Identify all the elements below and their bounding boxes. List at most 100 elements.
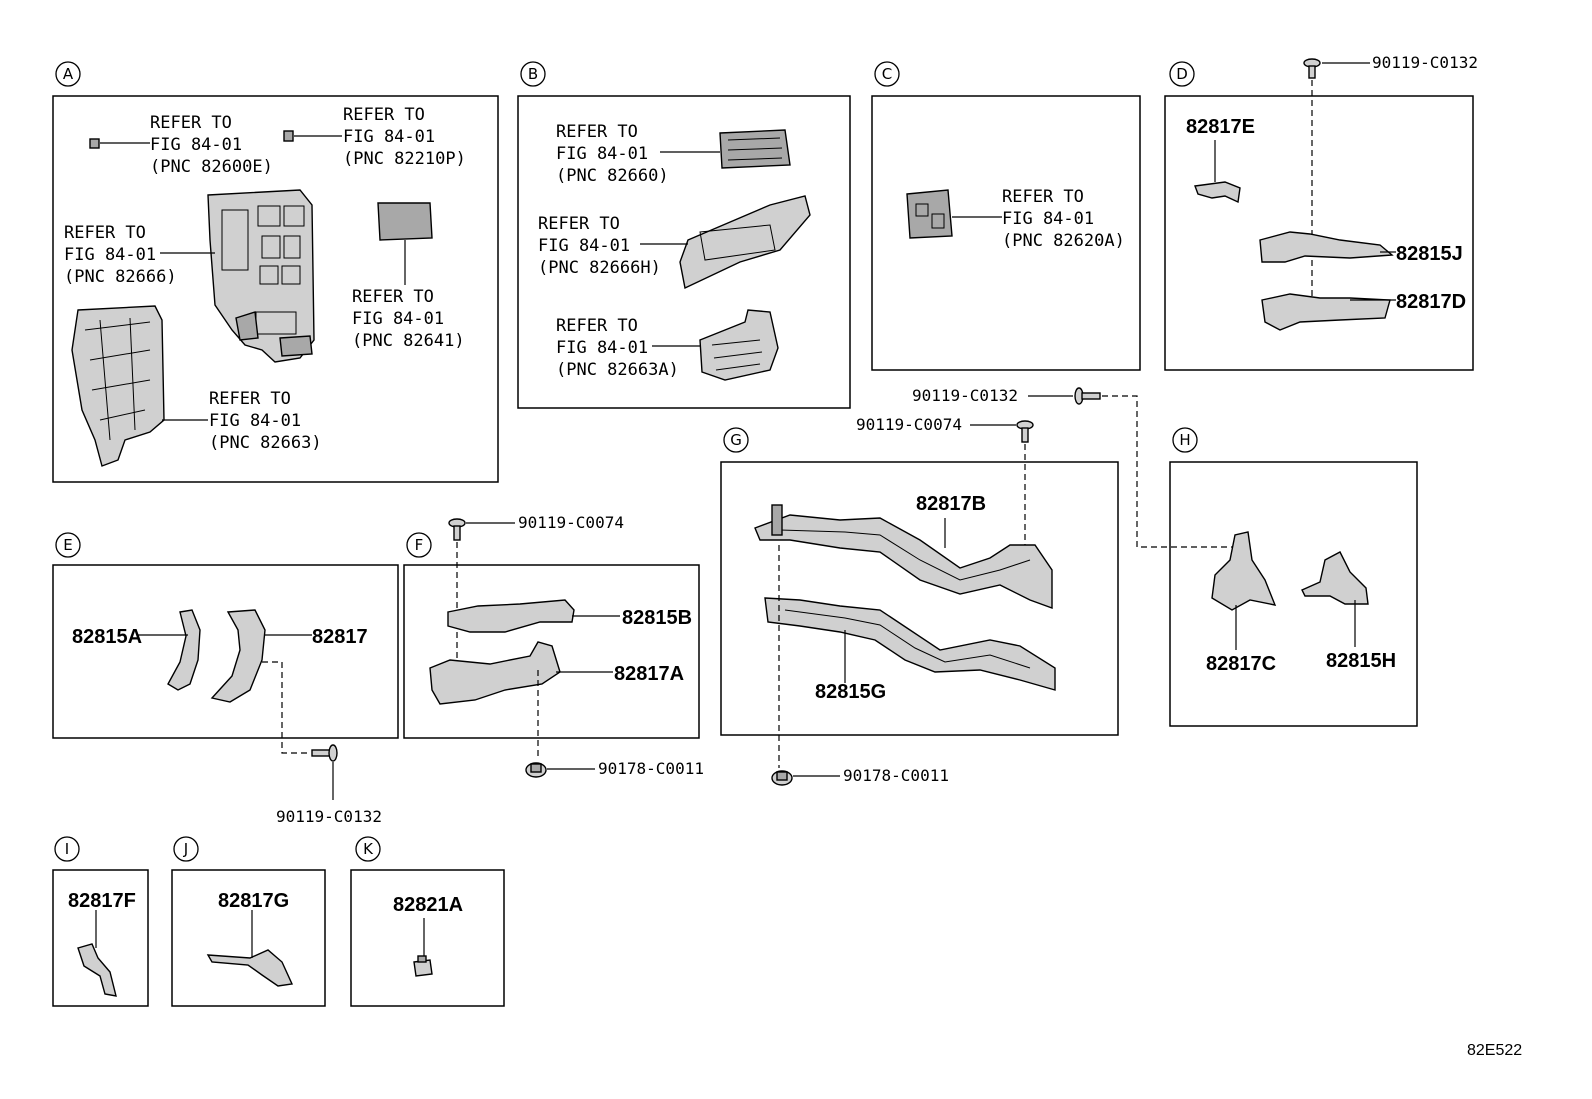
clip-82817f[interactable] xyxy=(77,943,117,997)
section-k-letter: K xyxy=(363,840,374,858)
part-82821a-label: 82821A xyxy=(393,894,463,916)
section-i-letter: I xyxy=(65,840,69,858)
bolt-90119-c0074-f[interactable] xyxy=(448,518,466,541)
box-82663a[interactable] xyxy=(699,309,779,381)
part-82817c-label: 82817C xyxy=(1206,653,1276,675)
part-82817b-label: 82817B xyxy=(916,493,986,515)
section-f: F 90119-C0074 82815B 82817A 90178-C0011 xyxy=(403,513,704,778)
ref-c1-line3: (PNC 82620A) xyxy=(1002,231,1125,251)
section-e-letter: E xyxy=(63,536,72,554)
section-c-panel xyxy=(871,95,1141,371)
bracket-82666h[interactable] xyxy=(679,195,811,290)
part-82817d-label: 82817D xyxy=(1396,291,1466,313)
box-82663[interactable] xyxy=(71,305,165,467)
section-e-marker xyxy=(55,532,81,558)
bolt-90119-c0132-d[interactable] xyxy=(1303,58,1321,79)
clip-90178-c0011-g[interactable] xyxy=(771,770,793,786)
ref-a4-line2: FIG 84-01 xyxy=(352,309,444,329)
section-b: B REFER TO FIG 84-01 (PNC 82660) REFER T… xyxy=(517,61,851,409)
connector-82210p[interactable] xyxy=(283,130,294,142)
part-82815j-label: 82815J xyxy=(1396,243,1463,265)
section-a-marker xyxy=(55,61,81,87)
fastener-d-label: 90119-C0132 xyxy=(1372,53,1478,72)
part-82815a-label: 82815A xyxy=(72,626,142,648)
ref-b3-line3: (PNC 82663A) xyxy=(556,360,679,380)
figure-code: 82E522 xyxy=(1467,1042,1522,1059)
section-b-marker xyxy=(520,61,546,87)
bracket-82817[interactable] xyxy=(210,609,266,703)
bracket-82817a[interactable] xyxy=(429,641,561,705)
clip-82817e[interactable] xyxy=(1194,181,1241,204)
bracket-82815j[interactable] xyxy=(1259,231,1394,263)
part-82817g-label: 82817G xyxy=(218,890,289,912)
ref-a4-line1: REFER TO xyxy=(352,287,434,307)
relay-block-82660[interactable] xyxy=(719,129,791,169)
ref-b1-line3: (PNC 82660) xyxy=(556,166,669,186)
section-k-marker xyxy=(355,836,381,862)
section-g-marker xyxy=(723,427,749,453)
fastener-g-top2-label: 90119-C0074 xyxy=(856,415,962,434)
bracket-82815h[interactable] xyxy=(1301,551,1369,605)
bracket-82815g[interactable] xyxy=(764,597,1056,691)
fastener-e-label: 90119-C0132 xyxy=(276,807,382,826)
section-j-letter: J xyxy=(183,840,188,858)
junction-block-82666[interactable] xyxy=(207,189,315,363)
section-f-panel xyxy=(403,564,700,739)
ref-a5-line1: REFER TO xyxy=(209,389,291,409)
section-c-marker xyxy=(874,61,900,87)
ref-a5-line3: (PNC 82663) xyxy=(209,433,322,453)
section-f-marker xyxy=(406,532,432,558)
section-h-letter: H xyxy=(1179,431,1190,449)
ref-c1-line2: FIG 84-01 xyxy=(1002,209,1094,229)
ref-a3-line2: FIG 84-01 xyxy=(64,245,156,265)
ref-a1-line3: (PNC 82600E) xyxy=(150,157,273,177)
section-h-panel xyxy=(1169,461,1418,727)
bracket-82815a[interactable] xyxy=(167,609,201,691)
bolt-90119-c0074-g[interactable] xyxy=(1016,420,1034,443)
ref-a1-line1: REFER TO xyxy=(150,113,232,133)
section-j: J 82817G xyxy=(171,836,326,1007)
bolt-90119-c0132-e[interactable] xyxy=(311,744,338,762)
section-i: I 82817F xyxy=(52,836,149,1007)
clip-90178-c0011-f[interactable] xyxy=(525,762,547,778)
ref-a2-line1: REFER TO xyxy=(343,105,425,125)
section-f-letter: F xyxy=(415,536,424,554)
section-g-letter: G xyxy=(730,431,742,449)
section-k-panel xyxy=(350,869,505,1007)
section-e-panel xyxy=(52,564,399,739)
part-82815g-label: 82815G xyxy=(815,681,886,703)
ref-a4-line3: (PNC 82641) xyxy=(352,331,465,351)
ref-c1-line1: REFER TO xyxy=(1002,187,1084,207)
ref-a2-line3: (PNC 82210P) xyxy=(343,149,466,169)
ref-b1-line2: FIG 84-01 xyxy=(556,144,648,164)
connector-82600e[interactable] xyxy=(89,138,100,149)
fastener-f-top-label: 90119-C0074 xyxy=(518,513,624,532)
bolt-90119-c0132-g[interactable] xyxy=(1074,387,1101,405)
bracket-82817c[interactable] xyxy=(1211,531,1277,611)
clip-82821a[interactable] xyxy=(413,955,433,977)
section-d: D 90119-C0132 82817E 82815J 82817D xyxy=(1164,53,1478,371)
section-b-panel xyxy=(517,95,851,409)
section-d-panel xyxy=(1164,95,1474,371)
ref-a2-line2: FIG 84-01 xyxy=(343,127,435,147)
section-d-letter: D xyxy=(1176,65,1188,83)
ref-b2-line1: REFER TO xyxy=(538,214,620,234)
section-b-letter: B xyxy=(528,65,538,83)
bracket-82815b[interactable] xyxy=(447,599,575,633)
relay-82620a[interactable] xyxy=(906,189,953,239)
ref-a1-line2: FIG 84-01 xyxy=(150,135,242,155)
bracket-82817g[interactable] xyxy=(206,949,294,987)
section-h-marker xyxy=(1172,427,1198,453)
ref-b1-line1: REFER TO xyxy=(556,122,638,142)
bracket-82817b[interactable] xyxy=(754,504,1053,609)
ref-b3-line2: FIG 84-01 xyxy=(556,338,648,358)
section-g-panel xyxy=(720,461,1119,736)
section-i-panel xyxy=(52,869,149,1007)
bracket-82817d[interactable] xyxy=(1261,293,1391,331)
cover-82641[interactable] xyxy=(377,202,433,241)
ref-b2-line3: (PNC 82666H) xyxy=(538,258,661,278)
section-g: 90119-C0132 90119-C0074 G 82817B 82815G xyxy=(720,386,1236,786)
section-d-marker xyxy=(1169,61,1195,87)
